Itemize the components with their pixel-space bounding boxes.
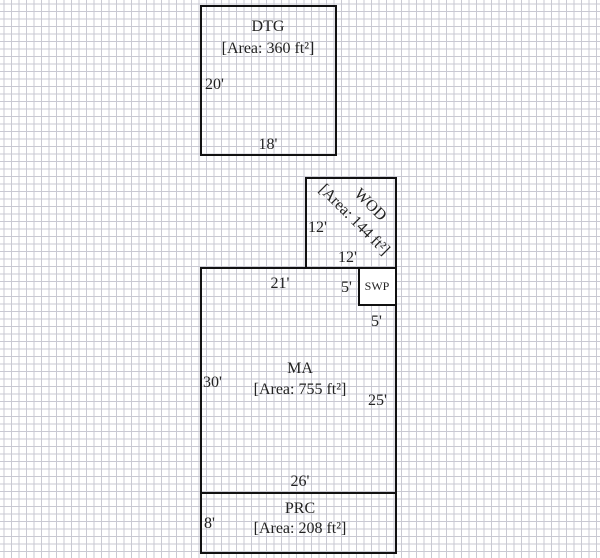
room-dtg-outline[interactable] (200, 5, 337, 156)
room-wod-height-label: 12' (308, 219, 327, 236)
room-ma-area: [Area: 755 ft²] (254, 381, 347, 398)
room-dtg-area: [Area: 360 ft²] (222, 40, 315, 57)
room-prc-name: PRC (285, 500, 315, 517)
room-swp-outline[interactable] (358, 267, 397, 306)
room-ma-top-label: 21' (271, 275, 290, 292)
room-ma-right-label: 25' (368, 392, 387, 409)
room-dtg-name: DTG (252, 18, 285, 35)
room-dtg[interactable]: DTG [Area: 360 ft²] 20' 18' (200, 5, 337, 156)
room-dtg-width-label: 18' (259, 136, 278, 153)
room-swp-name: SWP (365, 279, 390, 293)
room-wod-width-label: 12' (338, 249, 357, 266)
room-ma-name: MA (287, 360, 313, 377)
room-prc-height-label: 8' (204, 515, 215, 532)
room-prc[interactable]: PRC [Area: 208 ft²] 8' (200, 492, 397, 554)
room-swp-width-label: 5' (371, 313, 382, 330)
room-ma-left-label: 30' (203, 374, 222, 391)
room-ma-bottom-label: 26' (291, 473, 310, 490)
room-swp[interactable]: SWP 5' 5' (341, 267, 397, 330)
room-swp-height-label: 5' (341, 279, 352, 296)
room-prc-area: [Area: 208 ft²] (254, 520, 347, 537)
room-prc-outline[interactable] (200, 492, 397, 554)
room-dtg-height-label: 20' (205, 76, 224, 93)
room-wod[interactable]: WOD [Area: 144 ft²] 12' 12' (305, 177, 397, 269)
